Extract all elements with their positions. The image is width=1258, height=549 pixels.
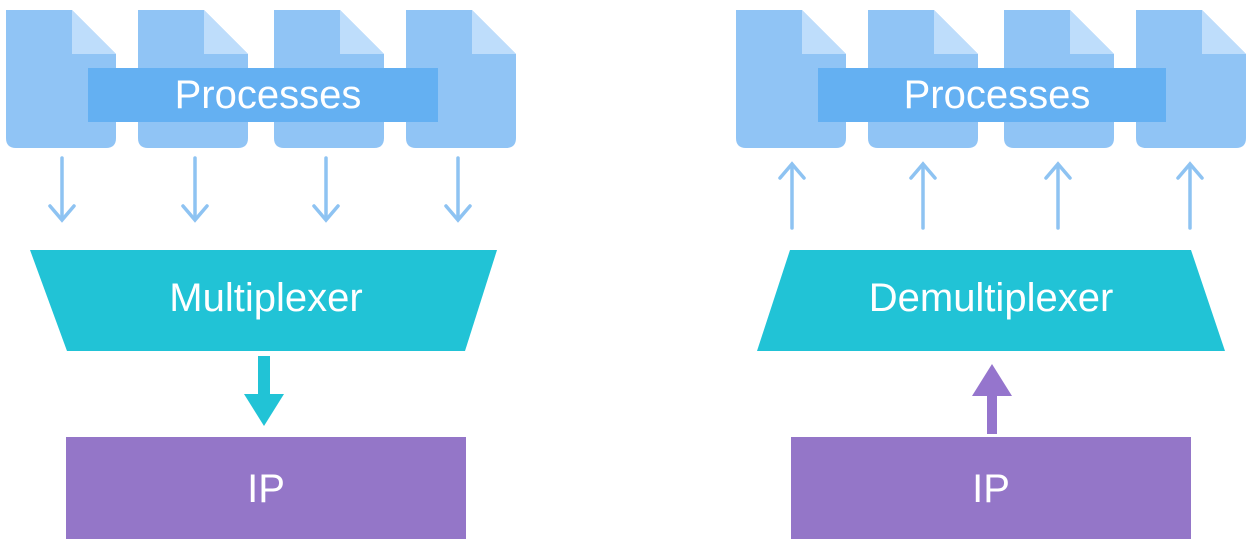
ip-block bbox=[791, 437, 1191, 539]
processes-label: Processes bbox=[175, 73, 362, 117]
arrow-up-icon bbox=[778, 161, 806, 230]
demultiplexer-label: Demultiplexer bbox=[869, 276, 1114, 320]
processes-label: Processes bbox=[904, 73, 1091, 117]
processes-banner bbox=[88, 68, 438, 122]
arrow-up-icon bbox=[909, 161, 937, 230]
processes-banner bbox=[818, 68, 1166, 122]
ip-block bbox=[66, 437, 466, 539]
arrow-up-icon bbox=[1044, 161, 1072, 230]
arrow-up-icon bbox=[972, 364, 1012, 434]
arrow-down-icon bbox=[312, 156, 340, 223]
multiplexer-block bbox=[30, 250, 497, 351]
ip-label: IP bbox=[247, 467, 285, 511]
left-multiplexing-panel: Processes Multiplexer IP bbox=[6, 10, 516, 539]
arrow-down-icon bbox=[244, 356, 284, 426]
arrow-down-icon bbox=[444, 156, 472, 223]
left-down-arrows bbox=[48, 156, 472, 223]
right-demultiplexing-panel: Processes Demultiplexer IP bbox=[736, 10, 1246, 539]
demultiplexer-block bbox=[757, 250, 1225, 351]
arrow-down-icon bbox=[48, 156, 76, 223]
arrow-down-icon bbox=[181, 156, 209, 223]
arrow-up-icon bbox=[1176, 161, 1204, 230]
ip-label: IP bbox=[972, 467, 1010, 511]
multiplexer-label: Multiplexer bbox=[169, 276, 362, 320]
right-up-arrows bbox=[778, 161, 1204, 230]
